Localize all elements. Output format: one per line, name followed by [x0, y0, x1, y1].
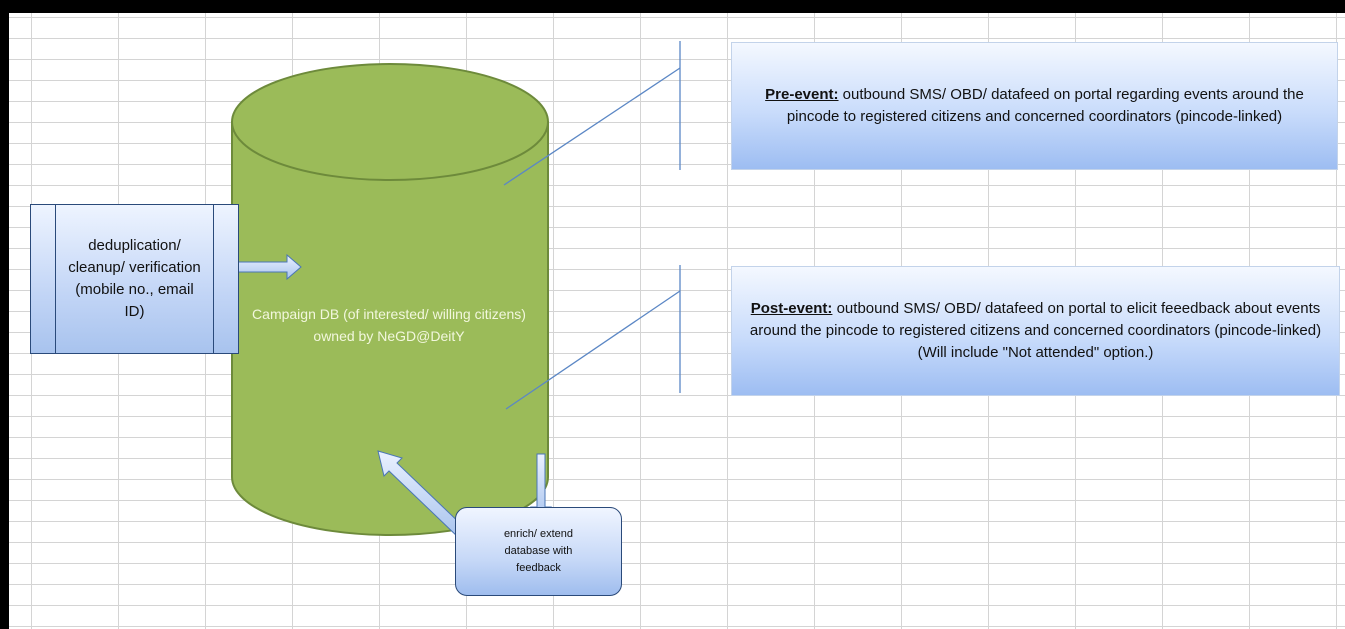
pre-event-connector-line	[503, 67, 681, 186]
post-event-text: outbound SMS/ OBD/ datafeed on portal to…	[749, 300, 1322, 339]
post-event-callout: Post-event: outbound SMS/ OBD/ datafeed …	[731, 266, 1340, 396]
deduplication-text: deduplication/ cleanup/ verification (mo…	[68, 237, 201, 320]
post-event-heading: Post-event:	[750, 300, 833, 317]
database-cylinder-top	[231, 63, 549, 181]
pre-event-text: outbound SMS/ OBD/ datafeed on portal re…	[786, 86, 1304, 125]
enrich-database-box: enrich/ extend database with feedback	[455, 507, 622, 596]
post-event-note: (Will include "Not attended" option.)	[917, 344, 1154, 361]
deduplication-box: deduplication/ cleanup/ verification (mo…	[30, 204, 239, 354]
enrich-text: enrich/ extend database with feedback	[503, 528, 574, 574]
spreadsheet-canvas: Campaign DB (of interested/ willing citi…	[9, 13, 1345, 629]
post-event-connector-line	[505, 290, 681, 410]
database-label: Campaign DB (of interested/ willing citi…	[252, 306, 526, 344]
pre-event-callout: Pre-event: outbound SMS/ OBD/ datafeed o…	[731, 42, 1338, 170]
pre-event-heading: Pre-event:	[765, 86, 839, 103]
